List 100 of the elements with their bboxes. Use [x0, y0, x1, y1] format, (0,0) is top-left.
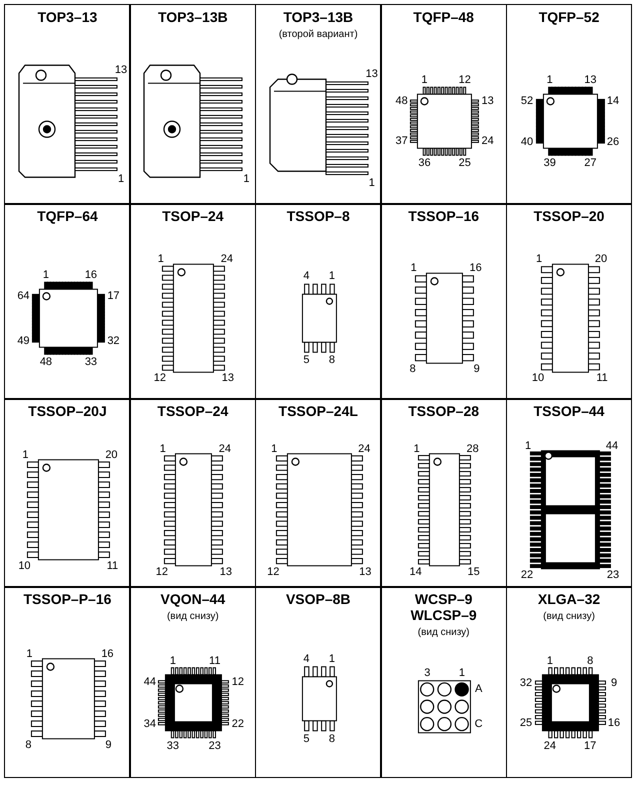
package-name: WLCSP–9 [410, 607, 478, 623]
view-note: (второй вариант) [278, 29, 359, 40]
pin-number: 9 [474, 363, 480, 376]
pin-number: 1 [22, 448, 28, 461]
pin-number: 17 [107, 290, 120, 302]
pin-number: 1 [42, 269, 49, 282]
pin-number: 1 [170, 654, 176, 667]
package-cell [380, 203, 508, 400]
pin-number: 1 [271, 442, 278, 455]
pin-number: 16 [101, 648, 114, 660]
pin-number: 24 [482, 135, 494, 148]
pin-number: 23 [208, 740, 221, 752]
pin-number: 17 [584, 740, 596, 752]
pin-number: 24 [544, 740, 556, 752]
package-cell [380, 4, 508, 204]
pin-number: A [474, 683, 482, 696]
pin-number: 64 [17, 290, 30, 302]
pin-number: 13 [482, 95, 494, 108]
pin-number: 34 [144, 718, 156, 730]
package-cell [506, 586, 632, 778]
pin-number: 39 [544, 157, 556, 170]
pin-number: 14 [410, 566, 422, 578]
pin-number: 1 [524, 440, 532, 452]
pin-number: 9 [105, 738, 112, 751]
pin-number: 25 [520, 716, 532, 729]
pin-number: 24 [220, 253, 233, 266]
package-cell [506, 398, 632, 588]
package-cell [506, 4, 632, 204]
pin-number: 52 [520, 94, 534, 107]
pin-number: 44 [606, 440, 618, 452]
pin-number: 13 [222, 372, 234, 384]
pin-number: 1 [328, 270, 336, 282]
package-name: TQFP–64 [36, 208, 99, 224]
pin-number: 33 [166, 740, 180, 752]
package-name: TSSOP–44 [532, 403, 606, 419]
pin-number: 9 [610, 676, 618, 689]
pin-number: 24 [218, 442, 231, 455]
pin-number: 1 [368, 177, 375, 190]
package-cell [4, 586, 131, 778]
package-name: VSOP–8B [284, 591, 352, 607]
pin-number: 25 [458, 157, 471, 170]
package-cell [4, 398, 131, 588]
pin-number: 28 [466, 442, 479, 455]
pin-number: 36 [418, 157, 431, 170]
pin-number: 48 [40, 356, 52, 368]
package-cell [380, 398, 508, 588]
package-cell [254, 4, 382, 204]
view-note: (вид снизу) [416, 627, 471, 638]
package-cell [129, 4, 256, 204]
pin-number: 8 [25, 738, 32, 751]
pin-number: 8 [587, 654, 594, 667]
pin-number: C [474, 718, 483, 730]
package-cell [129, 398, 256, 588]
package-cell [254, 586, 382, 778]
pin-number: 15 [468, 566, 480, 578]
package-cell [129, 586, 256, 778]
package-cell [4, 4, 131, 204]
package-name: TOP3–13B [282, 9, 354, 25]
pin-number: 16 [470, 262, 482, 274]
package-name: TOP3–13 [36, 9, 98, 25]
pin-number: 20 [105, 448, 118, 461]
package-name: TSSOP–8 [286, 208, 351, 224]
pin-number: 8 [328, 732, 336, 745]
pin-number: 32 [107, 334, 120, 347]
pin-number: 4 [303, 270, 310, 282]
pin-number: 48 [396, 95, 408, 108]
pin-number: 4 [303, 652, 310, 665]
package-name: TSSOP–P–16 [22, 591, 112, 607]
pin-number: 8 [410, 363, 416, 376]
pin-number: 11 [596, 372, 608, 384]
pin-number: 1 [160, 442, 166, 455]
package-name: TSSOP–20 [532, 208, 606, 224]
view-note: (вид снизу) [542, 611, 596, 622]
pin-number: 37 [396, 135, 408, 148]
pin-number: 23 [606, 568, 620, 581]
pin-number: 33 [84, 356, 98, 368]
pin-number: 11 [209, 654, 220, 667]
pin-number: 22 [232, 718, 244, 730]
pin-number: 40 [520, 136, 534, 148]
pin-number: 26 [606, 136, 620, 148]
pin-number: 13 [366, 68, 378, 80]
package-name: TSOP–24 [161, 208, 225, 224]
pin-number: 1 [458, 666, 466, 679]
pin-number: 13 [359, 566, 372, 578]
pin-number: 12 [232, 676, 244, 688]
pin-number: 1 [421, 74, 428, 86]
pin-number: 20 [594, 253, 608, 266]
pin-number: 1 [414, 442, 420, 455]
pin-number: 13 [584, 74, 596, 86]
package-name: TSSOP–28 [407, 403, 480, 419]
package-name: TQFP–52 [538, 9, 600, 25]
pin-number: 8 [328, 354, 336, 366]
pin-number: 1 [158, 253, 164, 266]
package-cell [254, 203, 382, 400]
pin-number: 44 [144, 676, 156, 688]
pin-number: 24 [358, 442, 370, 455]
package-name: TQFP–48 [412, 9, 475, 25]
pin-number: 16 [84, 269, 98, 282]
package-cell [380, 586, 508, 778]
pin-number: 1 [243, 173, 250, 186]
